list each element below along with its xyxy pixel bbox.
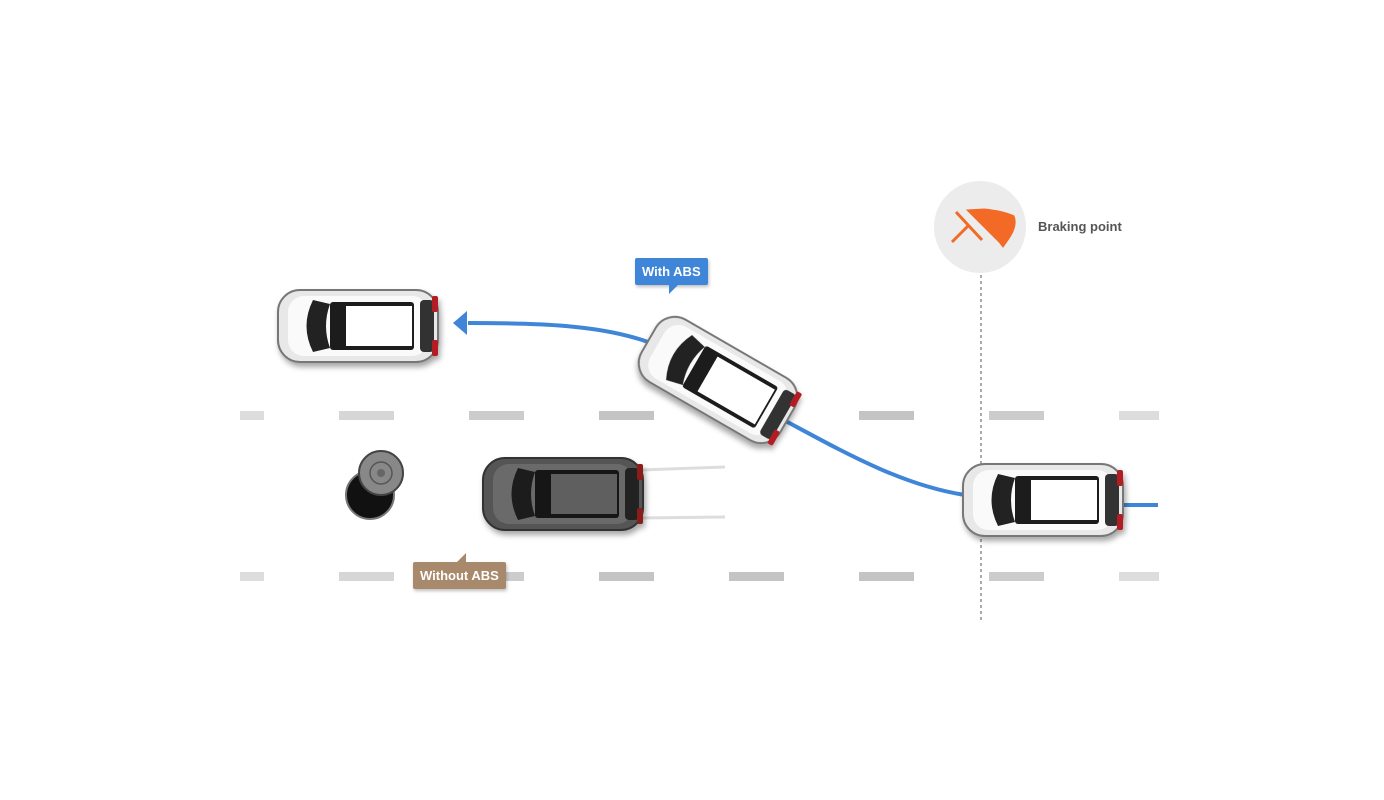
car-with-abs-final <box>277 289 439 363</box>
with-abs-path <box>467 321 1158 507</box>
lane-markings-bottom <box>240 572 1159 581</box>
foot-on-pedal-icon <box>950 208 1016 248</box>
car-without-abs <box>482 457 644 531</box>
car-with-abs-swerving <box>629 307 807 453</box>
braking-point-label: Braking point <box>1038 219 1122 234</box>
car-braking-start <box>962 463 1124 537</box>
without-abs-label: Without ABS <box>413 553 506 589</box>
manhole-obstacle <box>345 450 404 520</box>
skid-marks <box>639 465 726 520</box>
with-abs-label: With ABS <box>635 258 708 294</box>
braking-icon-circle <box>934 181 1026 273</box>
arrow-head-icon <box>453 311 467 335</box>
lane-markings-top <box>240 411 1159 420</box>
